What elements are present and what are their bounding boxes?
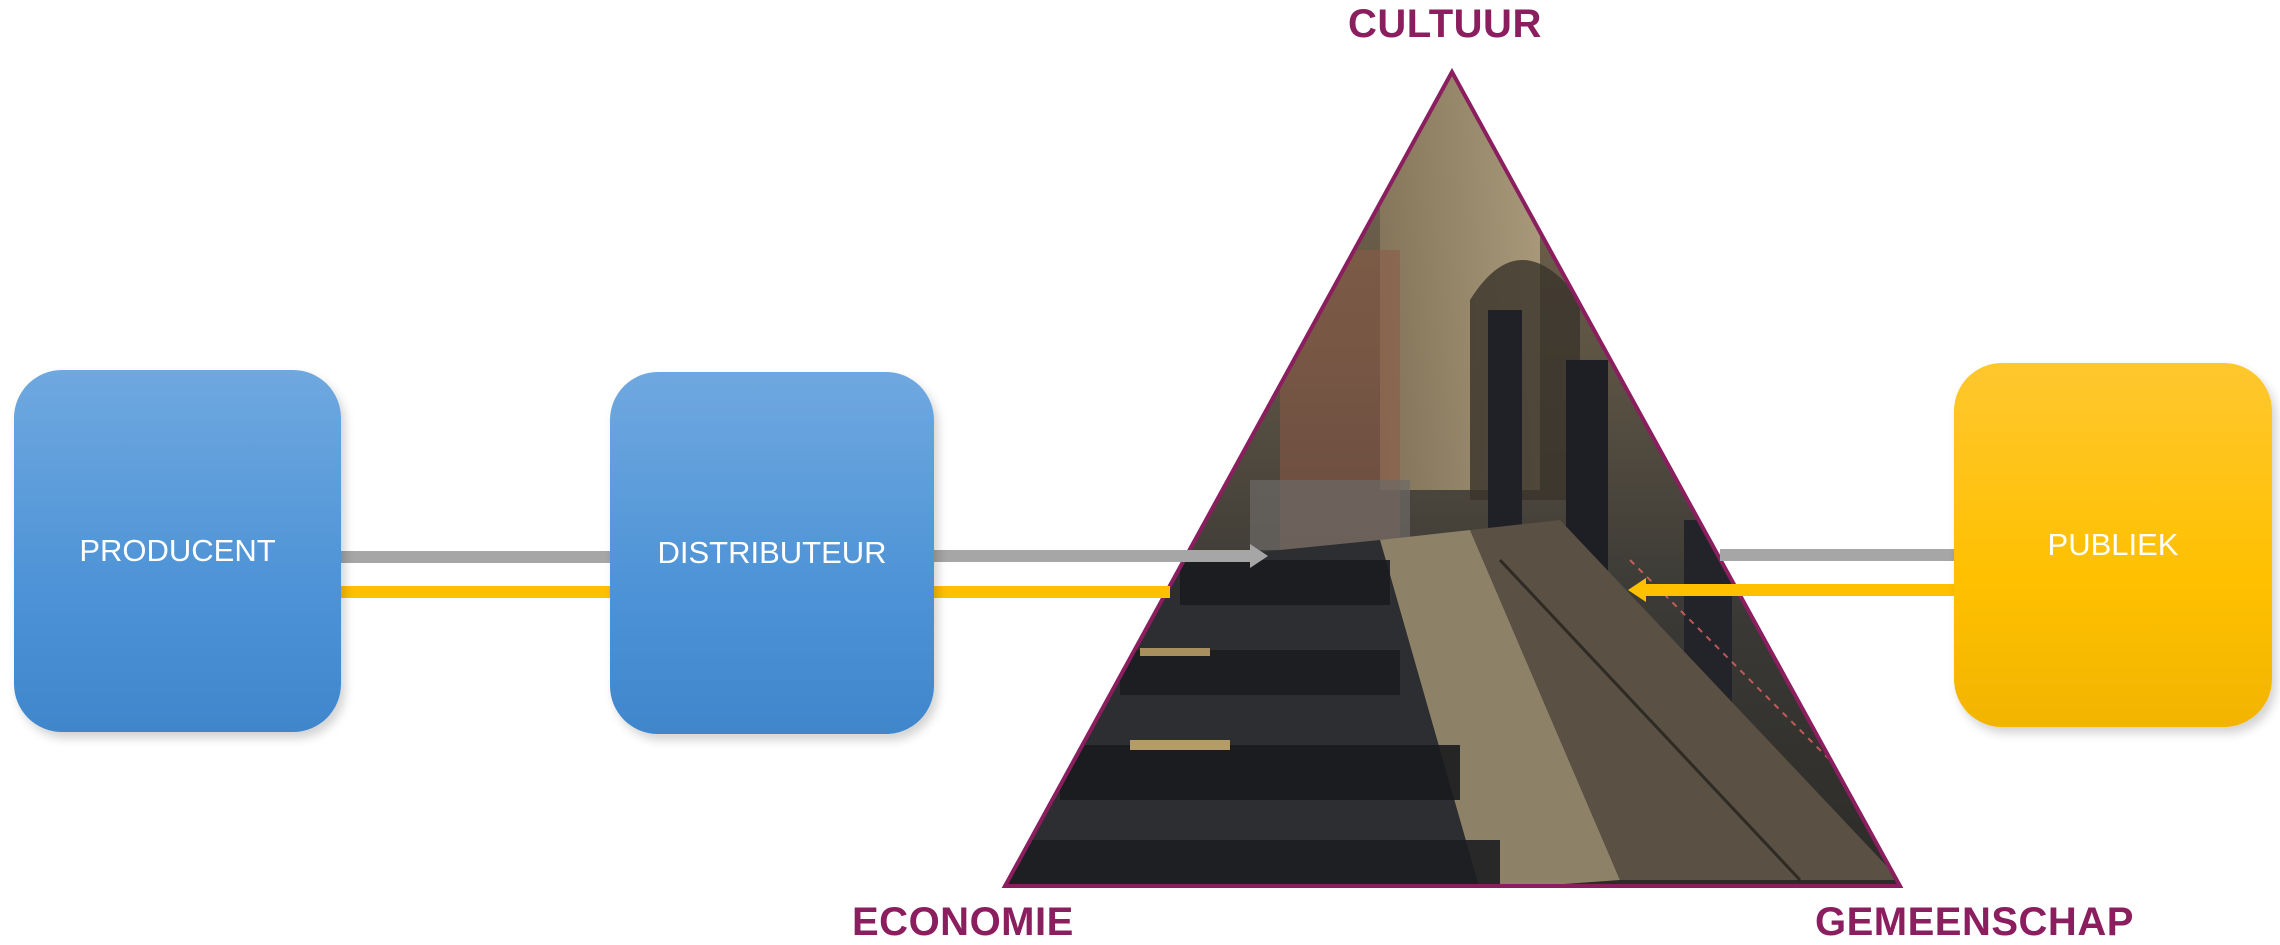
arrow-distributeur-to-producent [323, 580, 625, 604]
node-distributeur: DISTRIBUTEUR [610, 372, 934, 734]
arrow-triangle-to-publiek [1720, 543, 1978, 567]
arrow-distributeur-to-triangle [916, 544, 1268, 568]
flow-forward-arrows [324, 543, 1978, 569]
arrow-triangle-to-distributeur [916, 580, 1170, 604]
triangle-label-cultuur: CULTUUR [1348, 2, 1542, 46]
node-publiek: PUBLIEK [1954, 363, 2272, 727]
triangle-label-economie: ECONOMIE [852, 900, 1074, 944]
node-producent-label: PRODUCENT [79, 533, 276, 568]
node-publiek-label: PUBLIEK [2047, 527, 2179, 562]
triangle-outline [1001, 67, 1904, 888]
triangle-label-gemeenschap: GEMEENSCHAP [1815, 900, 2134, 944]
node-producent: PRODUCENT [14, 370, 341, 732]
node-distributeur-label: DISTRIBUTEUR [657, 535, 887, 570]
arrow-publiek-to-triangle [1628, 578, 1974, 602]
arrow-producent-to-distributeur [324, 545, 628, 569]
excavation-photo [1005, 72, 1900, 886]
